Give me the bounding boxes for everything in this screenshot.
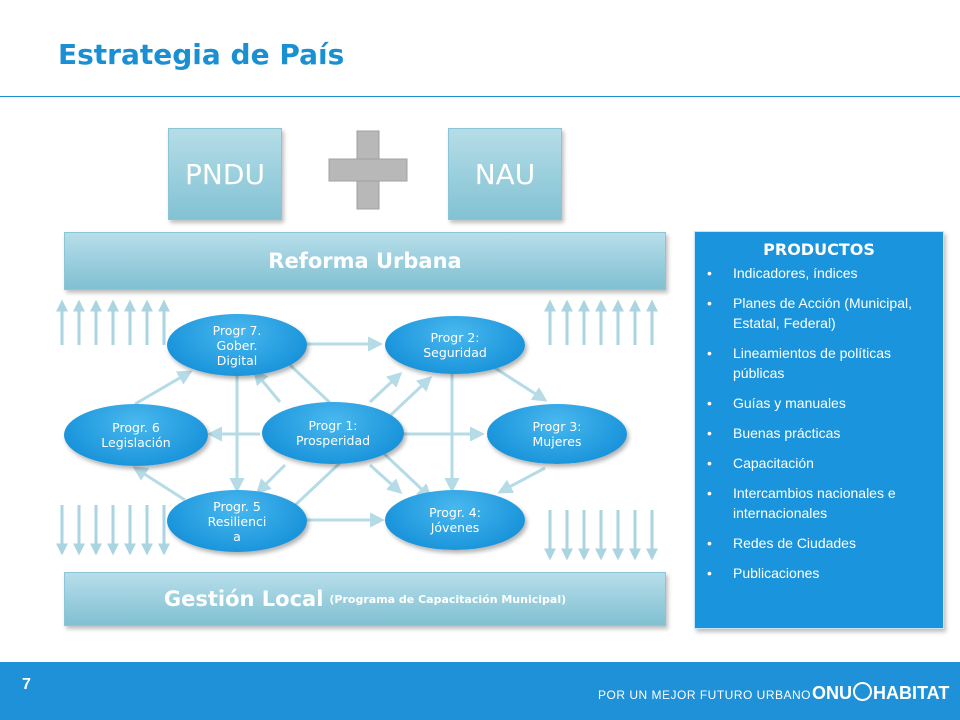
node-connectors: [132, 336, 548, 528]
pndu-box: PNDU: [168, 128, 282, 220]
footer-slogan: POR UN MEJOR FUTURO URBANO: [598, 688, 812, 702]
up-arrows-left: [56, 299, 170, 345]
down-arrows-left: [56, 505, 170, 556]
list-item: •Intercambios nacionales e internacional…: [707, 485, 896, 521]
gestion-local-bar: Gestión Local (Programa de Capacitación …: [64, 572, 666, 626]
list-item: •Lineamientos de políticas públicas: [707, 345, 891, 381]
node-progr-3: Progr 3: Mujeres: [487, 404, 627, 464]
up-arrows-right: [544, 299, 658, 345]
list-item: •Planes de Acción (Municipal, Estatal, F…: [707, 295, 912, 331]
list-item: •Guías y manuales: [707, 395, 846, 411]
gestion-local-sublabel: (Programa de Capacitación Municipal): [329, 592, 567, 606]
node-progr-2: Progr 2: Seguridad: [385, 316, 525, 374]
list-item: •Redes de Ciudades: [707, 535, 856, 551]
list-item: •Buenas prácticas: [707, 425, 841, 441]
nau-box: NAU: [448, 128, 562, 220]
page-number: 7: [22, 676, 31, 693]
down-arrows-right: [544, 510, 658, 561]
list-item: •Publicaciones: [707, 565, 820, 581]
list-item: •Capacitación: [707, 455, 814, 471]
products-title: PRODUCTOS: [763, 240, 875, 259]
reforma-urbana-bar: Reforma Urbana: [64, 232, 666, 290]
products-panel: PRODUCTOS •Indicadores, índices •Planes …: [694, 231, 944, 629]
list-item: •Indicadores, índices: [707, 265, 858, 281]
title-divider: [0, 96, 960, 97]
node-progr-7: Progr 7. Gober. Digital: [167, 314, 307, 376]
gestion-local-label: Gestión Local: [163, 587, 324, 611]
plus-icon: [328, 130, 408, 210]
products-list: •Indicadores, índices •Planes de Acción …: [695, 263, 943, 583]
page-title: Estrategia de País: [58, 38, 345, 71]
node-progr-5: Progr. 5 Resilienci a: [167, 490, 307, 552]
un-emblem-icon: [853, 682, 872, 701]
node-progr-4: Progr. 4: Jóvenes: [385, 490, 525, 550]
node-progr-1: Progr 1: Prosperidad: [262, 402, 404, 464]
node-progr-6: Progr. 6 Legislación: [64, 404, 208, 466]
